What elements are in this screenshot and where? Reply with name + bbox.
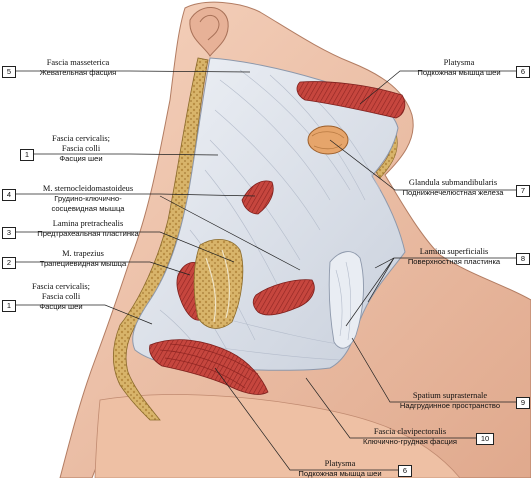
label-latin: Glandula submandibularis xyxy=(408,178,498,187)
label-spatium-suprasternale: Spatium suprasternale Надгрудинное прост… xyxy=(388,391,512,411)
pretracheal-lamina-cut xyxy=(193,239,244,329)
label-m-trapezius: M. trapezius Трапециевидная мышца xyxy=(18,249,148,269)
label-number-box: 6 xyxy=(398,465,412,477)
label-latin-2: Fascia colli xyxy=(61,144,101,153)
label-russian: Ключично-грудная фасция xyxy=(363,437,457,446)
label-russian: Поднижнечелюстная железа xyxy=(402,188,504,197)
label-latin-2: Fascia colli xyxy=(41,292,81,301)
label-russian: Поверхностная пластинка xyxy=(407,257,501,266)
label-latin: Platysma xyxy=(324,459,356,468)
leader-line xyxy=(159,195,301,271)
label-russian: Фасция шеи xyxy=(39,302,83,311)
label-latin: Spatium suprasternale xyxy=(412,391,488,400)
label-fascia-clavipectoralis: Fascia clavipectoralis Ключично-грудная … xyxy=(350,427,470,447)
label-glandula-submandibularis: Glandula submandibularis Поднижнечелюстн… xyxy=(393,178,513,198)
label-russian: Жевательная фасция xyxy=(39,68,117,77)
label-number-box: 6 xyxy=(516,66,530,78)
scm-muscle-lower xyxy=(252,279,315,316)
leader-line xyxy=(16,304,153,325)
label-fascia-cervicalis-lower: Fascia cervicalis; Fascia colli Фасция ш… xyxy=(16,282,106,312)
label-latin: Fascia cervicalis; xyxy=(52,134,110,143)
label-russian: Трапециевидная мышца xyxy=(39,259,127,268)
label-number-box: 8 xyxy=(516,253,530,265)
label-number-box: 10 xyxy=(476,433,494,445)
label-latin: Fascia clavipectoralis xyxy=(373,427,447,436)
leader-line xyxy=(329,139,516,191)
scm-muscle-upper xyxy=(241,180,274,215)
leader-line xyxy=(367,257,395,303)
leader-line xyxy=(359,70,516,105)
leader-line xyxy=(16,261,191,276)
label-latin: M. trapezius xyxy=(62,249,104,258)
label-latin: Platysma xyxy=(443,58,475,67)
label-number-box: 5 xyxy=(2,66,16,78)
label-platysma-upper: Platysma Подкожная мышца шеи xyxy=(404,58,514,78)
label-number-box: 3 xyxy=(2,227,16,239)
chest-skin xyxy=(94,394,461,478)
label-russian-2: сосцевидная мышца xyxy=(51,204,125,213)
leader-line xyxy=(345,257,395,327)
label-russian: Подкожная мышца шеи xyxy=(417,68,501,77)
label-russian: Предтрахеальная пластинка xyxy=(37,229,139,238)
platysma-fibres xyxy=(159,343,259,389)
label-number-box: 7 xyxy=(516,185,530,197)
leader-line xyxy=(16,231,235,263)
label-number-box: 4 xyxy=(2,189,16,201)
label-latin: Fascia masseterica xyxy=(46,58,110,67)
leader-line xyxy=(34,153,219,156)
label-russian: Надгрудинное пространство xyxy=(399,401,501,410)
label-latin: Lamina pretrachealis xyxy=(52,219,124,228)
leader-line xyxy=(374,257,516,269)
label-russian: Фасция шеи xyxy=(59,154,103,163)
label-lamina-superficialis: Lamina superficialis Поверхностная пласт… xyxy=(395,247,513,267)
label-latin: Fascia cervicalis; xyxy=(32,282,90,291)
label-latin: Lamina superficialis xyxy=(419,247,489,256)
label-latin: M. sternocleidomastoideus xyxy=(42,184,134,193)
leader-line xyxy=(16,193,256,197)
label-sternocleidomastoideus: M. sternocleidomastoideus Грудино-ключич… xyxy=(18,184,158,214)
leader-line xyxy=(305,377,476,439)
platysma-lower xyxy=(149,339,269,395)
label-fascia-masseterica: Fascia masseterica Жевательная фасция xyxy=(18,58,138,78)
label-number-box: 9 xyxy=(516,397,530,409)
leader-line xyxy=(351,337,516,403)
label-number-box: 1 xyxy=(20,149,34,161)
label-platysma-lower: Platysma Подкожная мышца шеи xyxy=(290,459,390,479)
label-lamina-pretrachealis: Lamina pretrachealis Предтрахеальная пла… xyxy=(18,219,158,239)
platysma-upper xyxy=(296,81,406,119)
leader-line xyxy=(214,367,398,471)
label-number-box: 2 xyxy=(2,257,16,269)
label-russian: Грудино-ключично- xyxy=(54,194,122,203)
label-number-box: 1 xyxy=(2,300,16,312)
label-fascia-cervicalis-upper: Fascia cervicalis; Fascia colli Фасция ш… xyxy=(36,134,126,164)
label-russian: Подкожная мышца шеи xyxy=(298,469,382,478)
leader-line xyxy=(16,70,251,73)
